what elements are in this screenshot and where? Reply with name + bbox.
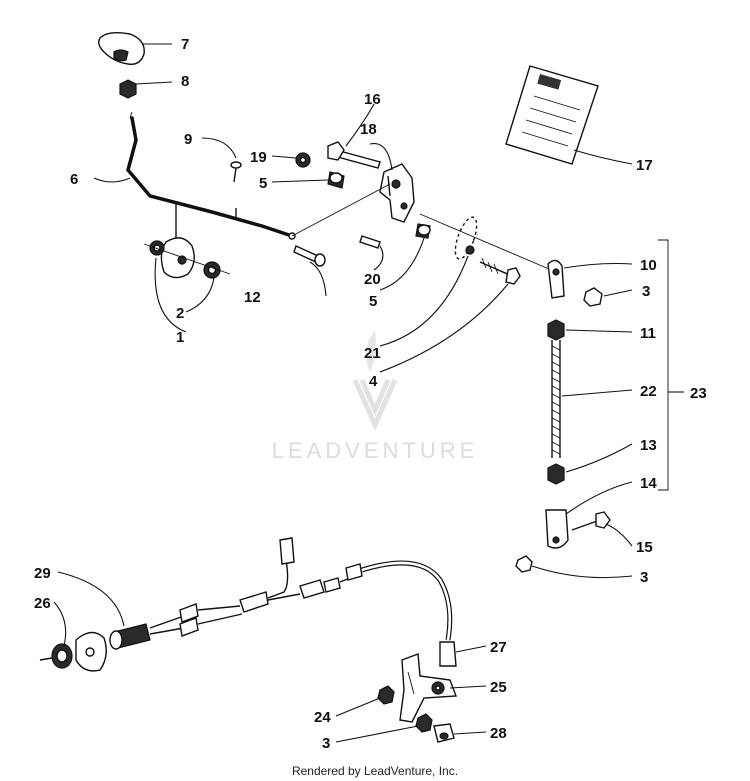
part-14-rod-end bbox=[545, 509, 569, 549]
watermark-logo-icon bbox=[352, 378, 398, 432]
watermark-flame-icon bbox=[366, 330, 376, 372]
part-9-screw bbox=[230, 161, 242, 183]
part-2-bushing bbox=[143, 240, 231, 279]
part-11-jam-nut bbox=[547, 319, 565, 341]
footer-credit: Rendered by LeadVenture, Inc. bbox=[292, 764, 458, 778]
part-24-nut bbox=[377, 685, 395, 705]
callout-15: 15 bbox=[636, 539, 653, 556]
part-19-washer bbox=[295, 152, 311, 168]
part-18-bracket bbox=[379, 163, 415, 223]
watermark-text: LEADVENTURE bbox=[272, 438, 479, 463]
part-3-nut-lower bbox=[515, 555, 533, 573]
callout-19: 19 bbox=[250, 149, 267, 166]
callout-11: 11 bbox=[640, 325, 656, 342]
part-1-plate bbox=[160, 237, 195, 279]
callout-6: 6 bbox=[70, 171, 78, 188]
part-27-cable-end bbox=[439, 641, 457, 667]
part-3-nut-upper bbox=[583, 287, 603, 307]
part-25-bracket bbox=[399, 653, 457, 723]
ignition-switch bbox=[109, 623, 151, 650]
part-26-bezel bbox=[39, 643, 73, 669]
part-28-fitting bbox=[433, 723, 455, 743]
callout-3-upper: 3 bbox=[642, 283, 650, 300]
callout-22: 22 bbox=[640, 383, 657, 400]
callout-28: 28 bbox=[490, 725, 507, 742]
callout-16: 16 bbox=[364, 91, 381, 108]
callout-20: 20 bbox=[364, 271, 381, 288]
part-5-bushing-upper bbox=[327, 171, 345, 189]
part-22-threaded-rod bbox=[551, 340, 561, 458]
callout-8: 8 bbox=[181, 73, 189, 90]
callout-23: 23 bbox=[690, 385, 707, 402]
part-29-switch-plate bbox=[75, 631, 107, 672]
part-8-nut bbox=[119, 79, 137, 99]
callout-3-lower: 3 bbox=[640, 569, 648, 586]
part-12-pin bbox=[293, 245, 326, 267]
callout-26: 26 bbox=[34, 595, 51, 612]
callout-2: 2 bbox=[176, 305, 184, 322]
part-5-bushing-lower bbox=[415, 223, 431, 239]
part-21-lockwasher bbox=[454, 216, 478, 260]
linkage-centerline bbox=[291, 183, 557, 273]
callout-3-bracket: 3 bbox=[322, 735, 330, 752]
callout-numbers: 7 8 6 9 19 5 16 18 17 10 3 11 22 23 13 1… bbox=[34, 36, 707, 752]
callout-5-lower: 5 bbox=[369, 293, 377, 310]
part-7-knob bbox=[97, 31, 145, 65]
speedo-cable bbox=[361, 560, 453, 641]
part-15-bolt bbox=[571, 511, 611, 531]
callout-10: 10 bbox=[640, 257, 657, 274]
callout-14: 14 bbox=[640, 475, 657, 492]
part-20-sleeve bbox=[359, 235, 381, 249]
callout-24: 24 bbox=[314, 709, 331, 726]
callout-13: 13 bbox=[640, 437, 657, 454]
callout-9: 9 bbox=[184, 131, 192, 148]
part-13-jam-nut bbox=[547, 463, 565, 485]
callout-27: 27 bbox=[490, 639, 507, 656]
leadventure-watermark: LEADVENTURE bbox=[272, 330, 479, 463]
leader-lines bbox=[53, 43, 684, 743]
part-16-bolt bbox=[327, 141, 381, 169]
callout-17: 17 bbox=[636, 157, 653, 174]
callout-12: 12 bbox=[244, 289, 261, 306]
callout-18: 18 bbox=[360, 121, 377, 138]
callout-29: 29 bbox=[34, 565, 51, 582]
callout-25: 25 bbox=[490, 679, 507, 696]
callout-5-upper: 5 bbox=[259, 175, 267, 192]
callout-1: 1 bbox=[176, 329, 184, 346]
part-3-nut-bracket bbox=[415, 713, 433, 733]
bracket-23 bbox=[658, 239, 669, 491]
wire-harness bbox=[149, 537, 363, 637]
part-4-bolt bbox=[479, 257, 521, 285]
part-10-rod-end bbox=[547, 259, 565, 299]
callout-7: 7 bbox=[181, 36, 189, 53]
part-6-shift-lever bbox=[126, 111, 296, 244]
part-17-decal bbox=[505, 65, 599, 165]
callout-4: 4 bbox=[369, 373, 378, 390]
callout-21: 21 bbox=[364, 345, 381, 362]
